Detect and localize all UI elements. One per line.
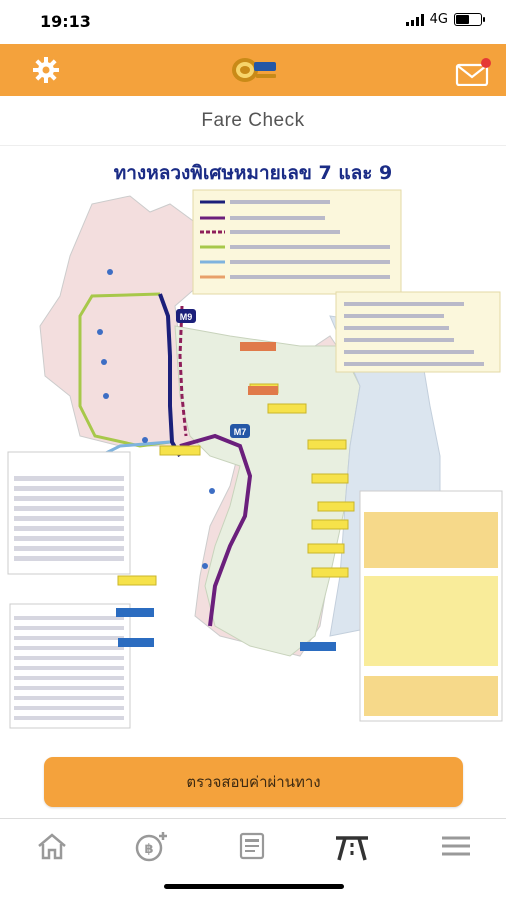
notification-dot <box>481 58 491 68</box>
menu-icon[interactable] <box>436 829 476 863</box>
m7-badge: M7 <box>234 427 247 437</box>
receipt-icon[interactable] <box>232 829 272 863</box>
status-icons: 4G <box>405 12 485 27</box>
svg-text:฿: ฿ <box>144 842 153 857</box>
bottom-tab-bar: ฿ <box>0 818 506 870</box>
app-bar <box>0 44 506 96</box>
highway-icon[interactable] <box>332 829 372 863</box>
network-label: 4G <box>429 12 448 27</box>
mail-icon[interactable] <box>454 56 492 90</box>
home-indicator <box>164 884 344 889</box>
baht-topup-icon[interactable]: ฿ <box>132 829 172 863</box>
toll-way-logo-icon <box>226 50 282 90</box>
status-time: 19:13 <box>40 12 91 31</box>
gear-icon[interactable] <box>32 56 60 88</box>
page-title: Fare Check <box>0 96 506 146</box>
expressway-map-image: ทางหลวงพิเศษหมายเลข 7 และ 9 <box>0 146 506 742</box>
battery-icon <box>454 13 485 26</box>
home-icon[interactable] <box>32 829 72 863</box>
map-title: ทางหลวงพิเศษหมายเลข 7 และ 9 <box>113 162 393 184</box>
signal-icon <box>405 13 424 26</box>
m9-badge: M9 <box>180 312 193 322</box>
status-bar: 19:13 4G <box>0 0 506 44</box>
check-fare-button[interactable]: ตรวจสอบค่าผ่านทาง <box>44 757 463 807</box>
